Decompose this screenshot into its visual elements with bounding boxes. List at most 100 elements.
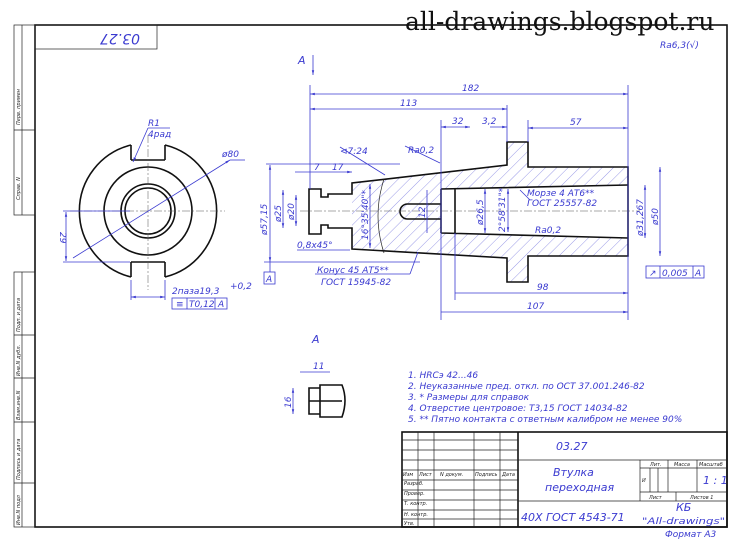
section-morse2-label: ГОСТ 25557-82 [527, 199, 597, 209]
title-block-scale-val-label: 1 : 1 [703, 474, 728, 487]
title-block-roles-4-label: Утв. [404, 521, 415, 527]
section-chamfer-label: 0,8x45° [297, 241, 333, 251]
section-angle1-label: 16°35'40"* [361, 190, 371, 240]
title-block-hdr-2-label: N докум. [440, 472, 463, 478]
drawing-line [377, 178, 385, 254]
general-roughness: Ra6,3(√) [660, 40, 699, 51]
designation: 03.27 [556, 440, 588, 453]
section-cone1-label: Конус 45 АТ5** [317, 266, 389, 276]
section-cone2-label: ГОСТ 15945-82 [321, 278, 391, 288]
side-strip-1-label: Справ. N [16, 177, 22, 200]
side-strip-5-label: Подпись и дата [16, 439, 22, 480]
title-block-mass-label: Масса [674, 462, 690, 468]
section-runout-tol-label: 0,005 [662, 269, 688, 279]
title-block-scale-label: Масштаб [699, 462, 723, 468]
drawing-line [34, 24, 158, 50]
section-d50-label: ø50 [651, 208, 661, 226]
section-angle2-label: 2°58'31"* [498, 187, 508, 232]
notes-0-label: 1. HRCэ 42...46 [408, 371, 478, 381]
side-strip-6-label: Инв.N подл [16, 494, 22, 525]
drawing-line [339, 146, 386, 176]
title-block-lit-val-label: И [642, 478, 646, 484]
title-block-name2-label: переходная [545, 481, 614, 494]
notes-4-label: 5. ** Пятно контакта с ответным калибром… [408, 415, 682, 425]
title-block-hdr-3-label: Подпись [475, 472, 498, 478]
end-view-slots-label: 2паза19,3 [172, 287, 220, 297]
view-a-d16-label: 16 [284, 396, 294, 408]
section-d113-label: 113 [400, 99, 417, 109]
material: 40Х ГОСТ 4543-71 [521, 511, 625, 524]
title-block-hdr-0-label: Изм [403, 472, 413, 478]
section-d98-label: 98 [537, 283, 549, 293]
title-block-hdr-4-label: Дата [501, 472, 515, 478]
drawing-line [401, 431, 728, 528]
drawing-line [404, 145, 441, 164]
drawing-line [308, 384, 346, 418]
title-block-format-label: Формат А3 [665, 530, 717, 540]
drawing-line [263, 271, 276, 285]
drawing-line [440, 184, 629, 239]
title-block-org2-label: "All-drawings" [642, 517, 725, 527]
drawing-line [132, 127, 149, 163]
section-runout-datum-label: A [694, 269, 701, 279]
section-d31-267-label: ø31,267 [636, 199, 646, 237]
section-d12-label: 12 [418, 206, 428, 218]
side-strip-3-label: Инв.N дубл. [16, 345, 22, 376]
section-d182-label: 182 [462, 84, 479, 94]
drawing-line [352, 142, 628, 282]
section-taper-label: ⊲7:24 [340, 147, 368, 157]
end-view-sym-datum-label: A [217, 300, 224, 310]
drawing-line [519, 189, 531, 201]
section-d25-label: ø25 [274, 205, 284, 223]
title-block-sheets-label: Листов 1 [689, 495, 713, 501]
end-view-dim29-label: 29 [57, 232, 67, 244]
end-view-dia-label: ø80 [221, 150, 239, 160]
drawing-line [13, 24, 36, 216]
side-strip-2-label: Подп. и дата [16, 298, 22, 332]
part-name: Втулка [553, 466, 594, 479]
drawing-line [645, 265, 705, 279]
section-d7-label: 7 [314, 163, 320, 173]
drawing-line [409, 251, 419, 275]
end-view-sym-sym-label: ≡ [176, 300, 184, 310]
end-view-sym-tol-label: T0,12 [189, 300, 215, 310]
section-d107-label: 107 [527, 302, 544, 312]
section-d17-label: 17 [332, 163, 344, 173]
view-a-label-label: A [311, 333, 320, 346]
detail-view-a: A 11 16 [284, 333, 346, 418]
notes-2-label: 3. * Размеры для справок [408, 393, 530, 403]
technical-notes: 1. HRCэ 42...46 2. Неуказанные пред. отк… [408, 371, 682, 425]
section-d26-5-label: ø26,5 [476, 199, 486, 226]
notes-3-label: 4. Отверстие центровое: Т3,15 ГОСТ 14034… [408, 404, 628, 414]
side-strip-0-label: Перв. примен [16, 88, 22, 125]
section-d57-label: 57 [570, 118, 582, 128]
notes-1-label: 2. Неуказанные пред. откл. по ОСТ 37.001… [408, 382, 645, 392]
title-block-hdr-1-label: Лист [418, 472, 433, 478]
title-block-lit-label: Лит. [649, 462, 662, 468]
drawing-line [34, 24, 728, 528]
view-a-marker: A [297, 54, 306, 67]
side-strip-4-label: Взам.инв.N [16, 390, 22, 420]
section-d20-label: ø20 [287, 203, 297, 221]
side-strip-labels: Перв. примен Справ. N Подп. и дата Инв.N… [16, 88, 22, 525]
drawing-line [72, 159, 231, 259]
title-block-roles-3-label: Н. контр. [404, 512, 428, 518]
stamp-top-designation: 03.27 [100, 30, 140, 46]
end-view-r-label: R1 [148, 119, 160, 129]
title-block-roles-1-label: Провер. [404, 491, 425, 497]
section-d32-label: 32 [452, 117, 464, 127]
drawing-frame [13, 24, 728, 528]
section-ra1-label: Ra0,2 [408, 146, 434, 156]
title-block-org1-label: КБ [676, 501, 691, 514]
section-morse1-label: Морзе 4 АТ6** [527, 189, 595, 199]
section-ra2-label: Ra0,2 [535, 226, 561, 236]
watermark: all-drawings.blogspot.ru [405, 7, 714, 36]
section-d57-15-label: ø57,15 [260, 203, 270, 236]
section-runout-sym-label: ↗ [649, 269, 657, 279]
view-a-d11-label: 11 [313, 362, 324, 372]
